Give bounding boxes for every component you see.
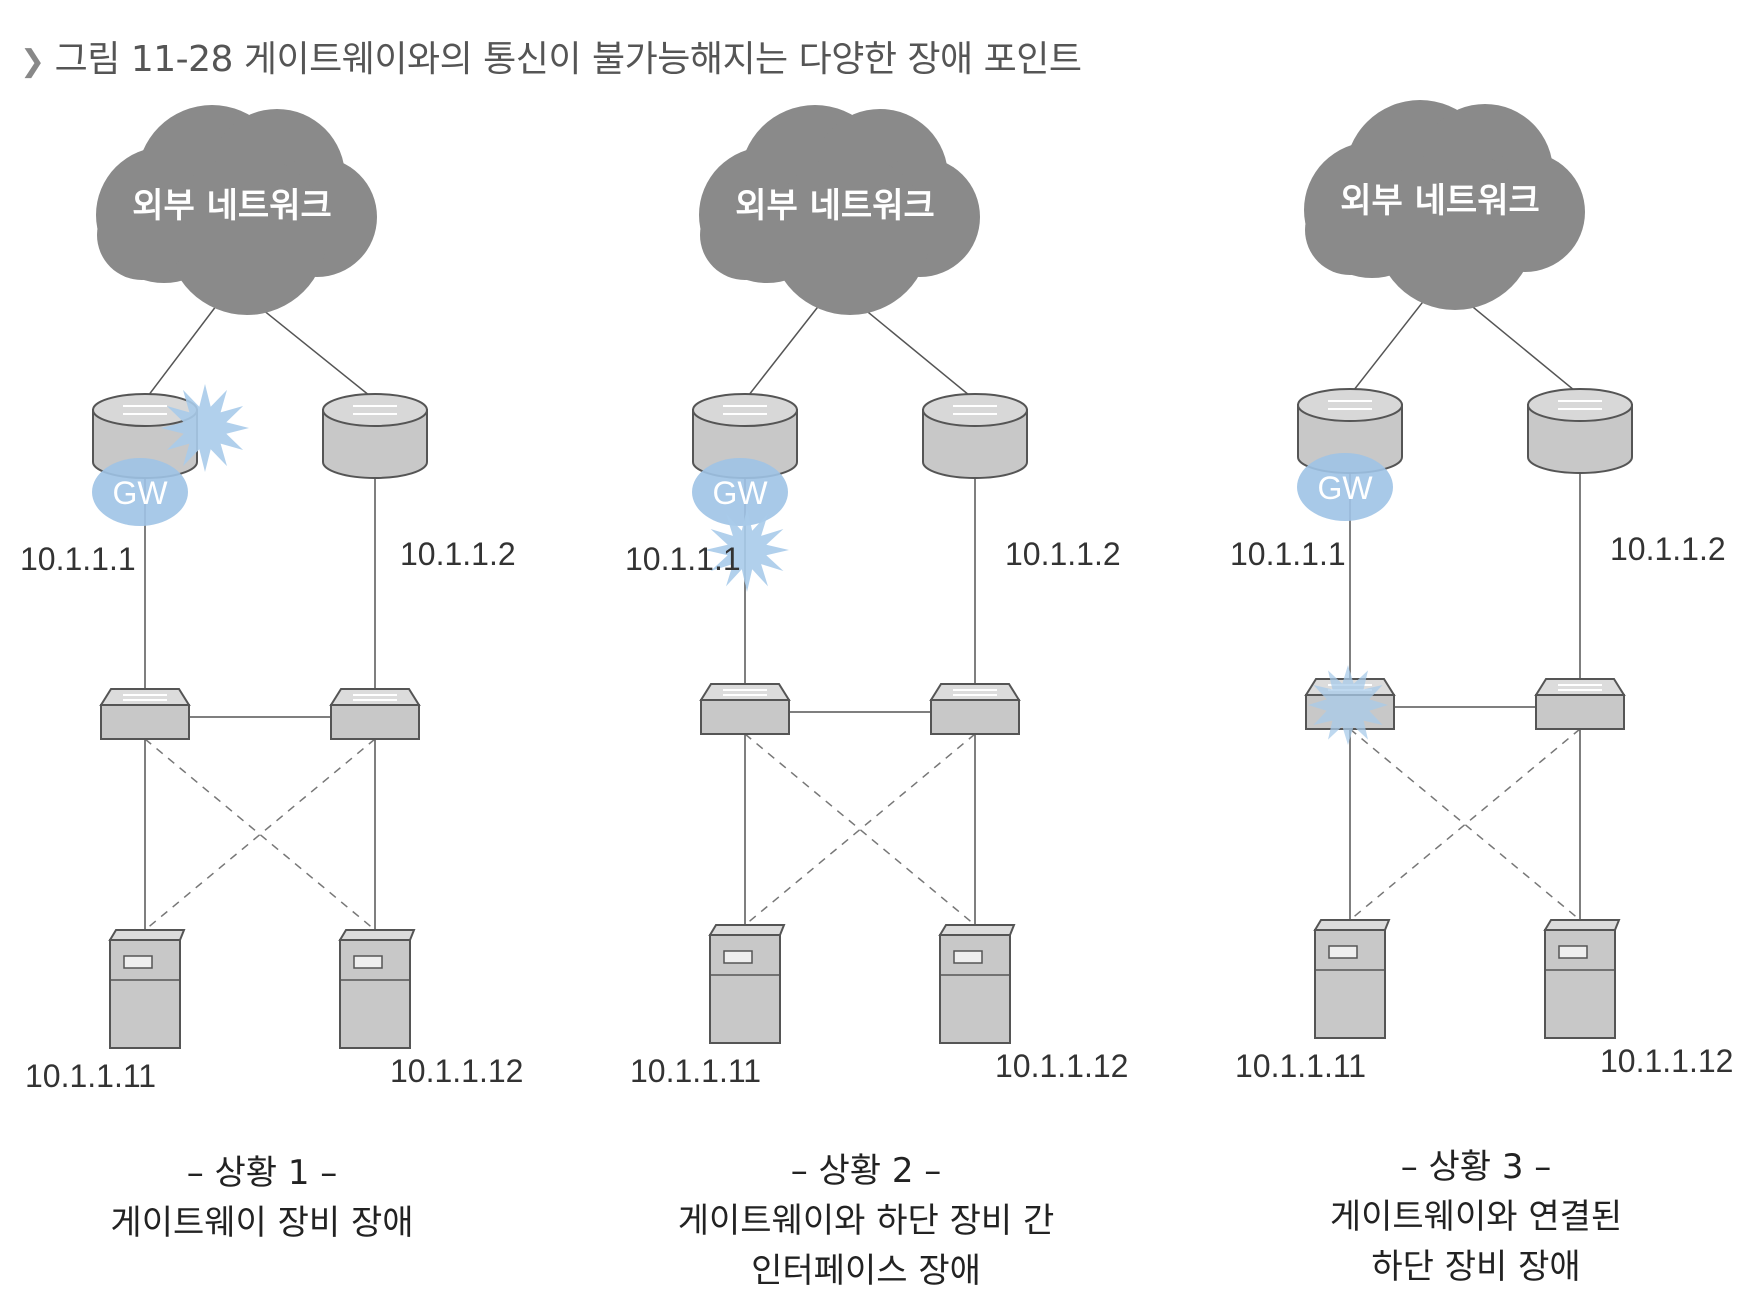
switch-icon bbox=[99, 688, 191, 740]
ip-gateway-2: 10.1.1.2 bbox=[1610, 531, 1726, 567]
ip-server-1: 10.1.1.11 bbox=[630, 1053, 761, 1089]
cloud: 외부 네트워크 bbox=[1304, 100, 1585, 310]
switch-icon bbox=[699, 683, 791, 735]
caption-1-line1: – 상황 1 – bbox=[186, 1153, 338, 1193]
gw-label: GW bbox=[1317, 470, 1373, 506]
fault-burst-icon bbox=[705, 508, 789, 592]
server-icon bbox=[938, 924, 1016, 1044]
panel-2: 외부 네트워크 GW 10.1.1.1 10.1.1.2 10.1.1.11 10.1.1… bbox=[625, 105, 1128, 1089]
gw-label: GW bbox=[112, 475, 168, 511]
cloud-label: 외부 네트워크 bbox=[735, 186, 935, 226]
ip-gateway-1: 10.1.1.1 bbox=[625, 541, 741, 577]
server-icon bbox=[108, 929, 186, 1049]
caption-3-line2: 게이트웨이와 연결된 bbox=[1329, 1197, 1623, 1237]
panel-1: 외부 네트워크 GW 10.1.1.1 10.1.1.2 10.1.1.11 10.1.1… bbox=[20, 105, 523, 1094]
ip-gateway-2: 10.1.1.2 bbox=[400, 536, 516, 572]
chevron-down-icon: ❯ bbox=[20, 44, 45, 79]
ip-gateway-2: 10.1.1.2 bbox=[1005, 536, 1121, 572]
caption-3-line3: 하단 장비 장애 bbox=[1371, 1247, 1581, 1287]
switch-icon bbox=[1534, 678, 1626, 730]
link-dashed-2 bbox=[144, 738, 376, 931]
caption-2-line3: 인터페이스 장애 bbox=[751, 1251, 981, 1291]
link-dashed-2 bbox=[744, 733, 976, 926]
cloud: 외부 네트워크 bbox=[699, 105, 980, 315]
fault-burst-icon bbox=[1308, 665, 1388, 745]
ip-server-2: 10.1.1.12 bbox=[995, 1048, 1128, 1084]
server-icon bbox=[338, 929, 416, 1049]
cloud-label: 외부 네트워크 bbox=[132, 186, 332, 226]
link-dashed-1 bbox=[144, 738, 376, 931]
link-dashed-1 bbox=[1349, 728, 1581, 921]
ip-gateway-1: 10.1.1.1 bbox=[20, 541, 136, 577]
router-icon bbox=[1527, 388, 1633, 474]
ip-server-1: 10.1.1.11 bbox=[1235, 1048, 1366, 1084]
ip-gateway-1: 10.1.1.1 bbox=[1230, 536, 1346, 572]
caption-2-line2: 게이트웨이와 하단 장비 간 bbox=[677, 1201, 1055, 1241]
caption-3: – 상황 3 – 게이트웨이와 연결된 하단 장비 장애 bbox=[1246, 1142, 1706, 1292]
server-icon bbox=[1313, 919, 1391, 1039]
ip-server-2: 10.1.1.12 bbox=[1600, 1043, 1733, 1079]
switch-icon bbox=[929, 683, 1021, 735]
caption-1-line2: 게이트웨이 장비 장애 bbox=[110, 1203, 414, 1243]
link-dashed-2 bbox=[1349, 728, 1581, 921]
router-icon bbox=[322, 393, 428, 479]
gw-bubble bbox=[92, 458, 188, 526]
caption-2: – 상황 2 – 게이트웨이와 하단 장비 간 인터페이스 장애 bbox=[636, 1146, 1096, 1296]
caption-3-line1: – 상황 3 – bbox=[1400, 1147, 1552, 1187]
router-icon bbox=[692, 393, 798, 479]
figure-title: ❯ 그림 11-28 게이트웨이와의 통신이 불가능해지는 다양한 장애 포인트 bbox=[20, 30, 1082, 82]
caption-2-line1: – 상황 2 – bbox=[790, 1151, 942, 1191]
ip-server-2: 10.1.1.12 bbox=[390, 1053, 523, 1089]
router-icon bbox=[922, 393, 1028, 479]
router-icon bbox=[1297, 388, 1403, 474]
server-icon bbox=[1543, 919, 1621, 1039]
switch-icon bbox=[329, 688, 421, 740]
fault-burst-icon bbox=[161, 384, 249, 472]
figure-title-text: 그림 11-28 게이트웨이와의 통신이 불가능해지는 다양한 장애 포인트 bbox=[54, 39, 1082, 80]
ip-server-1: 10.1.1.11 bbox=[25, 1058, 156, 1094]
panel-3: 외부 네트워크 GW 10.1.1.1 10.1.1.2 10.1.1.11 10.1.1… bbox=[1230, 100, 1733, 1084]
gw-bubble bbox=[1297, 453, 1393, 521]
server-icon bbox=[708, 924, 786, 1044]
cloud: 외부 네트워크 bbox=[96, 105, 377, 315]
caption-1: – 상황 1 – 게이트웨이 장비 장애 bbox=[32, 1148, 492, 1248]
link-dashed-1 bbox=[744, 733, 976, 926]
gw-bubble bbox=[692, 458, 788, 526]
gw-label: GW bbox=[712, 475, 768, 511]
cloud-label: 외부 네트워크 bbox=[1340, 181, 1540, 221]
